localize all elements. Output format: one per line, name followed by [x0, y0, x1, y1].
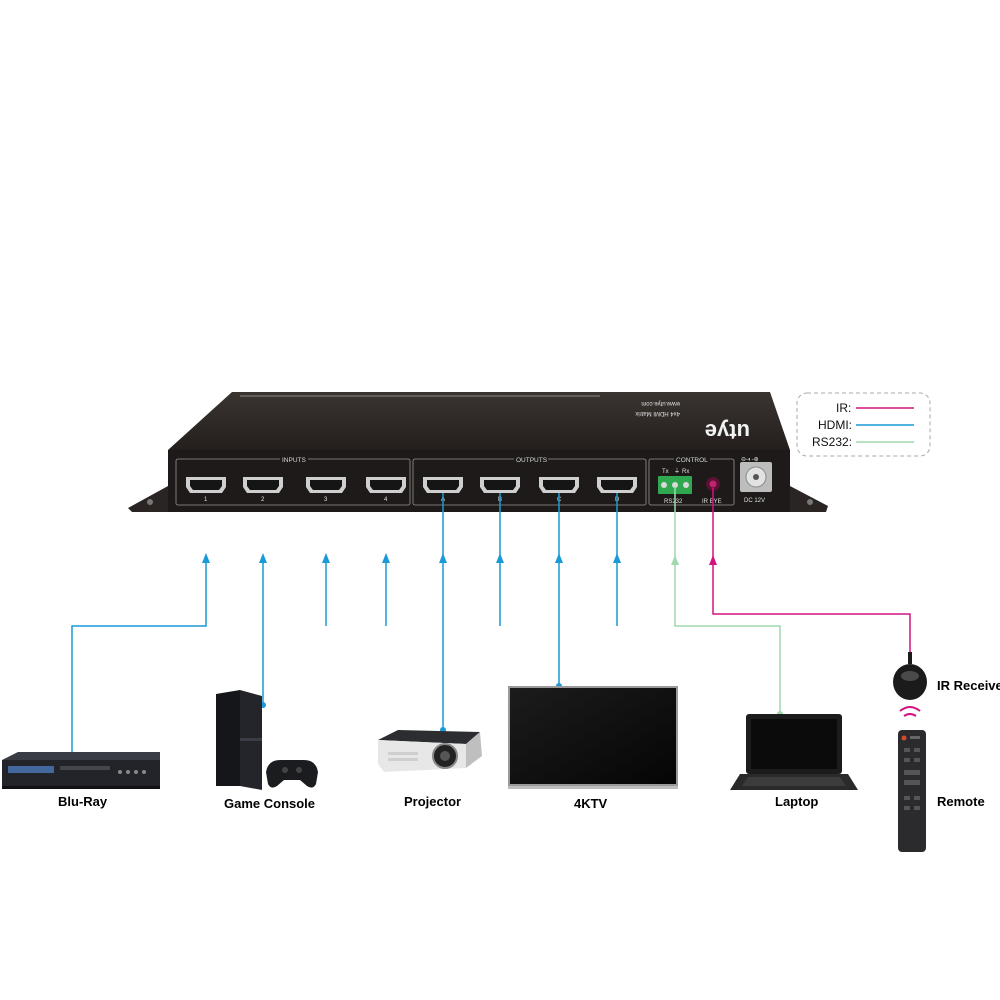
legend-ir-label: IR:: [836, 401, 851, 415]
hdmi-output-port-B: B: [480, 477, 520, 503]
ir-receiver-label: IR Receiver: [937, 678, 1000, 693]
inputs-label: INPUTS: [282, 457, 307, 464]
ir-signal-icon: [899, 706, 921, 717]
projector-label: Projector: [404, 794, 461, 809]
device-top-text-1: www.utye.com: [641, 400, 681, 406]
remote-icon: [898, 730, 926, 852]
svg-text:⊖-◐-⊕: ⊖-◐-⊕: [741, 457, 759, 463]
laptop-icon: [730, 714, 858, 790]
left-mount-ear: [128, 486, 168, 512]
device-brand-logo: utye: [705, 419, 750, 444]
port-number-label: 3: [324, 497, 328, 503]
remote-label: Remote: [937, 794, 985, 809]
rs232-label: RS232: [664, 499, 683, 505]
hdmi-output-port-C: C: [539, 477, 579, 503]
hdmi-input-port-1: 1: [186, 477, 226, 503]
dc-label: DC 12V: [744, 498, 765, 504]
rs232-cable: [671, 487, 783, 717]
legend: IR: HDMI: RS232:: [796, 392, 931, 457]
laptop-label: Laptop: [775, 794, 818, 809]
outputs-label: OUTPUTS: [516, 457, 548, 464]
port-number-label: 2: [261, 497, 265, 503]
tv-label: 4KTV: [574, 796, 608, 811]
hdmi-input-port-2: 2: [243, 477, 283, 503]
device-top-text-2: 4x4 HDMI Matrix: [635, 410, 680, 416]
device-top: [168, 392, 790, 450]
control-label: CONTROL: [676, 457, 708, 464]
projector-icon: [378, 730, 482, 772]
ir-cable: [709, 488, 911, 656]
hdmi-input-port-3: 3: [306, 477, 346, 503]
ir-eye-label: IR EYE: [702, 499, 722, 505]
port-number-label: 4: [384, 497, 388, 503]
port-number-label: 1: [204, 497, 208, 503]
tv-icon: [508, 686, 678, 789]
game-console-icon: [216, 690, 318, 790]
dc-power-port: ⊖-◐-⊕ DC 12V: [740, 457, 772, 504]
hdmi-output-port-A: A: [423, 477, 463, 503]
svg-text:⏚: ⏚: [674, 468, 680, 475]
right-mount-ear: [790, 486, 828, 512]
hdmi-arrows: [202, 553, 621, 563]
hdmi-input-port-4: 4: [366, 477, 406, 503]
ir-receiver-icon: [893, 652, 927, 700]
game-console-label: Game Console: [224, 796, 315, 811]
ir-eye-port: IR EYE: [702, 477, 722, 505]
hdmi-output-port-D: D: [597, 477, 637, 503]
tx-label: Tx: [662, 469, 669, 475]
legend-hdmi-label: HDMI:: [818, 418, 852, 432]
cable-bluray-input1: [71, 555, 207, 756]
hdmi-matrix-device: www.utye.com 4x4 HDMI Matrix utye INPUTS…: [128, 392, 828, 512]
bluray-player-icon: [2, 752, 160, 789]
rx-label: Rx: [682, 469, 689, 475]
legend-rs232-label: RS232:: [812, 435, 852, 449]
bluray-label: Blu-Ray: [58, 794, 108, 809]
rs232-terminal: Tx ⏚ Rx RS232: [658, 468, 692, 505]
